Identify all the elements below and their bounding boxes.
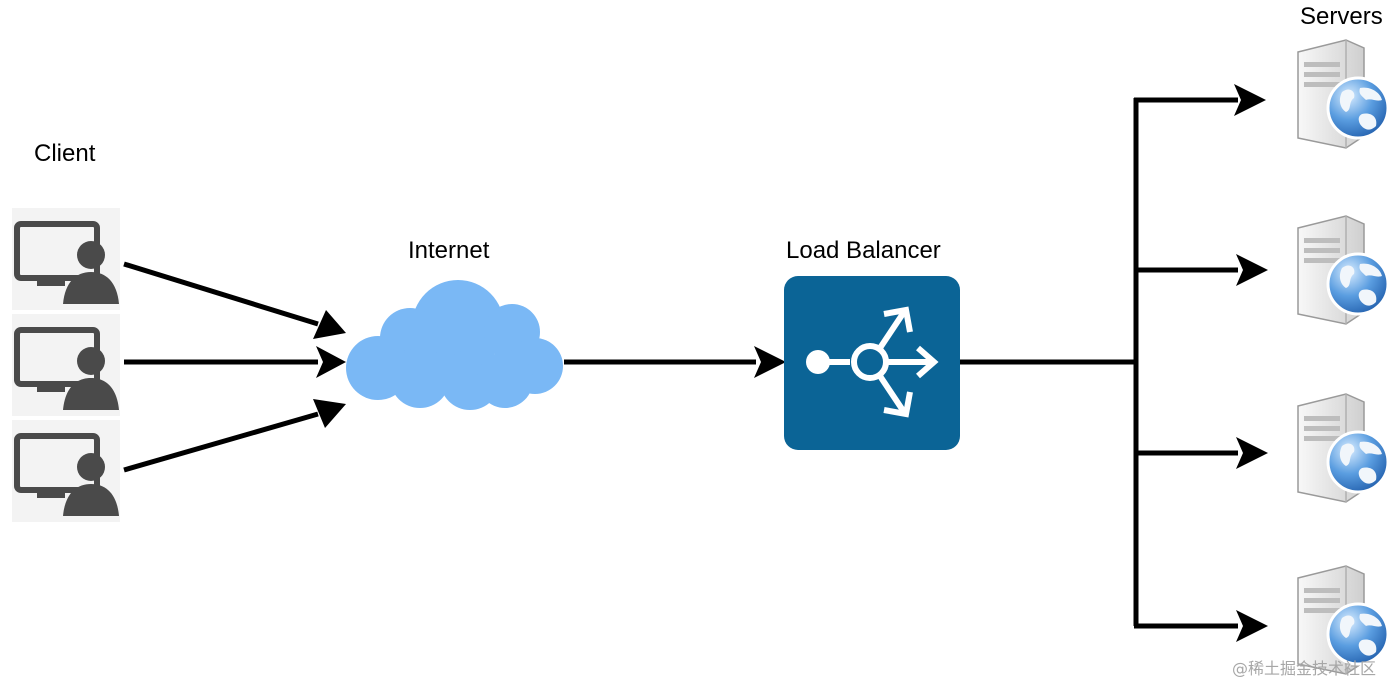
server-2-icon [1296, 214, 1390, 326]
internet-to-lb-arrow [564, 346, 786, 378]
client-3-icon [12, 420, 120, 522]
load-balancer-label: Load Balancer [786, 237, 941, 264]
arrowhead-icon [1236, 610, 1268, 642]
load-balancer-icon [784, 276, 960, 450]
arrowhead-icon [316, 346, 346, 378]
internet-label: Internet [408, 237, 490, 264]
watermark: @稀土掘金技术社区 [1232, 659, 1376, 678]
server-1-icon [1296, 38, 1390, 150]
internet-cloud-icon [346, 280, 563, 410]
lb-to-servers-arrows [960, 84, 1268, 642]
arrowhead-icon [313, 310, 346, 339]
arrowhead-icon [754, 346, 786, 378]
server-3-icon [1296, 392, 1390, 504]
arrowhead-icon [1236, 437, 1268, 469]
client-2-icon [12, 314, 120, 416]
arrowhead-icon [1234, 84, 1266, 116]
servers-label: Servers [1300, 3, 1383, 30]
client-label: Client [34, 140, 96, 167]
arrowhead-icon [313, 399, 346, 428]
arrowhead-icon [1236, 254, 1268, 286]
server-4-icon [1296, 564, 1390, 676]
client-1-icon [12, 208, 120, 310]
client-arrows [123, 261, 346, 473]
